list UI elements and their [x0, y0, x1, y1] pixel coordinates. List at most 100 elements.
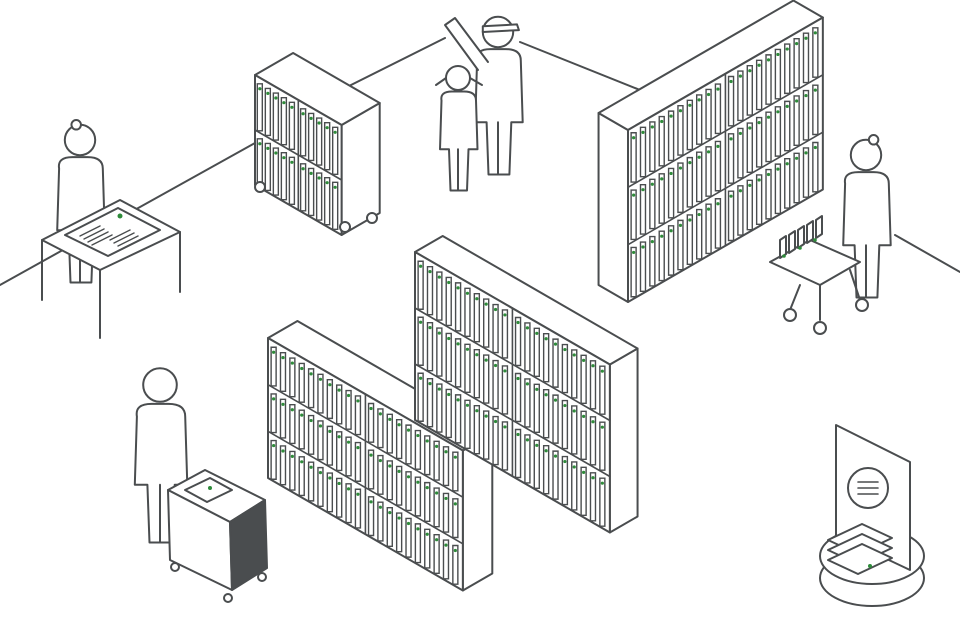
text-line: [118, 236, 138, 246]
book-label-dot: [475, 297, 479, 301]
wheel: [814, 322, 826, 334]
book-label-dot: [333, 185, 337, 189]
wheel: [856, 299, 868, 311]
cap: [483, 24, 519, 32]
book: [484, 299, 489, 347]
book-label-dot: [456, 342, 460, 346]
book-label-dot: [435, 491, 439, 495]
book-label-dot: [804, 151, 808, 155]
book: [443, 493, 448, 532]
book: [301, 164, 306, 211]
book: [369, 497, 374, 536]
book-label-dot: [738, 74, 743, 78]
book-label-dot: [447, 392, 451, 397]
book: [465, 400, 470, 448]
shelf-cart: [255, 53, 380, 235]
book: [544, 446, 549, 494]
book: [418, 373, 423, 421]
book: [446, 389, 451, 437]
book-label-dot: [669, 171, 673, 176]
book-label-dot: [776, 52, 780, 57]
book-label-dot: [632, 136, 636, 140]
book-label-dot: [563, 347, 567, 352]
book: [590, 417, 595, 465]
book-label-dot: [706, 92, 711, 97]
book-label-dot: [553, 342, 558, 346]
book-label-dot: [729, 194, 733, 198]
head: [65, 125, 95, 155]
book-label-dot: [795, 99, 799, 103]
book: [502, 366, 507, 414]
book: [697, 152, 702, 201]
book-label-dot: [356, 399, 360, 403]
book-label-dot: [290, 408, 294, 412]
book-label-dot: [346, 440, 351, 444]
book: [355, 396, 360, 435]
book: [738, 128, 743, 177]
book-label-dot: [776, 110, 780, 114]
book-label-dot: [688, 218, 692, 222]
person-child: [440, 66, 478, 191]
book: [493, 417, 498, 465]
book: [581, 411, 586, 459]
wheel: [258, 573, 266, 581]
bookshelves: [255, 1, 823, 591]
book-label-dot: [328, 429, 332, 433]
book: [369, 450, 374, 489]
book-label-dot: [419, 376, 423, 380]
book: [687, 100, 692, 149]
book: [572, 462, 577, 510]
trolley-book: [789, 231, 795, 253]
raised-arm: [445, 18, 488, 70]
head: [143, 368, 177, 402]
book: [281, 98, 286, 145]
book-label-dot: [716, 144, 720, 149]
book-label-dot: [706, 207, 711, 211]
book-label-dot: [697, 155, 701, 159]
book-label-dot: [553, 454, 558, 458]
body: [843, 172, 891, 297]
book-label-dot: [484, 358, 488, 362]
book-label-dot: [453, 502, 457, 506]
book: [757, 175, 762, 224]
book-label-dot: [290, 105, 294, 109]
trolley-book: [807, 221, 813, 243]
book-label-dot: [437, 331, 441, 335]
book-label-dot: [757, 178, 761, 182]
book: [327, 473, 332, 512]
book-label-dot: [281, 449, 285, 453]
book-label-dot: [678, 166, 683, 170]
book-label-dot: [716, 202, 720, 206]
shelf-front-center: [268, 321, 492, 591]
book-label-dot: [309, 418, 313, 423]
book-label-dot: [516, 376, 520, 381]
book: [493, 305, 498, 353]
book-label-dot: [453, 548, 457, 553]
book: [738, 186, 743, 235]
book-label-dot: [437, 387, 441, 391]
book: [309, 462, 314, 501]
book-label-dot: [272, 350, 276, 354]
book-label-dot: [697, 98, 701, 102]
book: [387, 461, 392, 500]
head: [446, 66, 470, 90]
book-label-dot: [425, 532, 429, 536]
book: [299, 363, 304, 402]
book-label-dot: [493, 307, 498, 312]
book: [453, 452, 458, 491]
book: [813, 142, 818, 191]
book: [600, 478, 605, 526]
book-label-dot: [563, 403, 567, 408]
book: [474, 294, 479, 342]
book-label-dot: [535, 443, 539, 447]
book-label-dot: [406, 428, 411, 432]
book-label-dot: [317, 121, 321, 125]
book-label-dot: [397, 423, 401, 427]
book: [369, 403, 374, 442]
book-label-dot: [290, 454, 294, 458]
book-label-dot: [516, 320, 520, 325]
shelf-right-wall: [599, 1, 823, 303]
book-label-dot: [388, 464, 392, 468]
book-dot: [798, 246, 802, 250]
book: [257, 84, 262, 131]
